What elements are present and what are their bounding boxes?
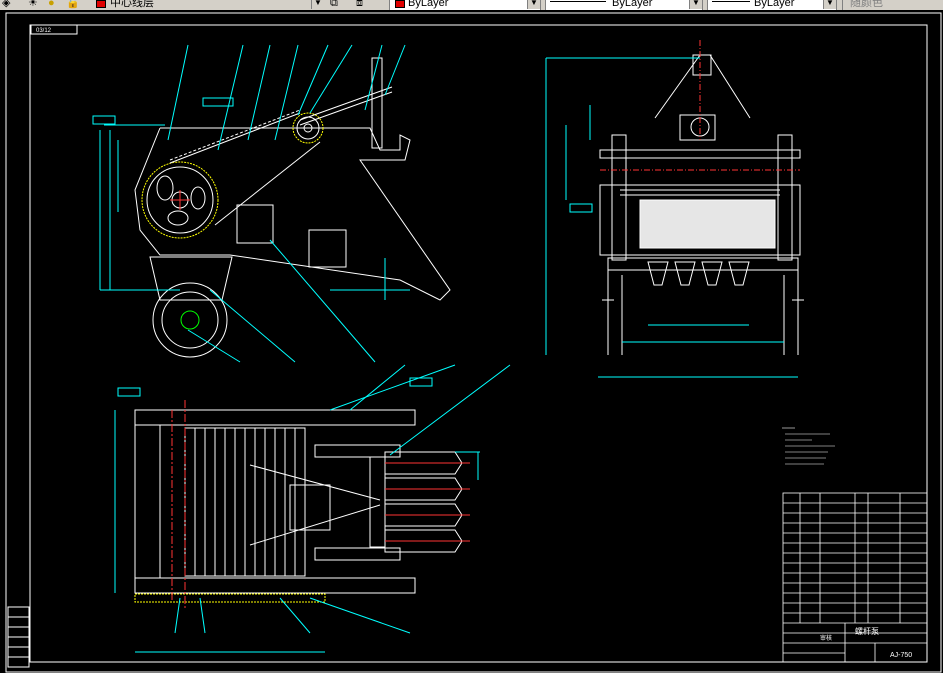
end-elevation-view xyxy=(545,40,804,378)
plotstyle-value: 随颜色 xyxy=(850,0,883,9)
color-dropdown-arrow[interactable]: ▼ xyxy=(527,0,540,9)
lineweight-sample xyxy=(712,1,750,2)
frame-tag: 03/12 xyxy=(36,28,52,34)
title-block-label: 螺杆泵 xyxy=(855,626,879,636)
color-swatch xyxy=(395,0,405,8)
plotstyle-control[interactable] xyxy=(842,0,943,10)
make-current-icon[interactable]: ⧉ xyxy=(330,0,338,9)
plan-view xyxy=(114,364,511,653)
linetype-value: ByLayer xyxy=(612,0,653,9)
layer-freeze-icon[interactable]: ● xyxy=(48,0,55,9)
layer-previous-icon[interactable]: ⧈ xyxy=(356,0,363,9)
lineweight-control[interactable] xyxy=(707,0,837,10)
side-blocks xyxy=(7,606,30,668)
drawing-number: AJ-750 xyxy=(890,652,912,659)
layer-color-swatch xyxy=(96,0,106,8)
side-elevation-view xyxy=(92,44,451,363)
layer-dropdown-arrow[interactable]: ▼ xyxy=(311,0,324,9)
approval-label: 审核 xyxy=(820,634,832,642)
drawing-frame xyxy=(5,12,942,673)
technical-notes xyxy=(782,427,835,465)
layer-dropdown[interactable]: 中心线层 xyxy=(110,0,154,9)
color-value: ByLayer xyxy=(408,0,449,9)
properties-toolbar: ◈ ☀ ● 🔓 中心线层 ▼ ⧉ ⧈ ByLayer ▼ ByLayer ▼ B… xyxy=(0,0,943,10)
cad-drawing: 03/12 xyxy=(5,12,942,673)
layer-states-icon[interactable]: ◈ xyxy=(2,0,11,9)
layer-lock-icon[interactable]: 🔓 xyxy=(66,0,80,9)
linetype-control[interactable] xyxy=(545,0,703,10)
drawing-canvas[interactable]: 03/12 xyxy=(0,10,943,673)
lineweight-dropdown-arrow[interactable]: ▼ xyxy=(823,0,836,9)
color-control[interactable] xyxy=(389,0,541,10)
linetype-sample xyxy=(550,1,606,2)
layer-on-icon[interactable]: ☀ xyxy=(28,0,38,9)
title-block xyxy=(782,492,928,663)
lineweight-value: ByLayer xyxy=(754,0,795,9)
linetype-dropdown-arrow[interactable]: ▼ xyxy=(689,0,702,9)
frame-tag-box xyxy=(30,24,78,35)
